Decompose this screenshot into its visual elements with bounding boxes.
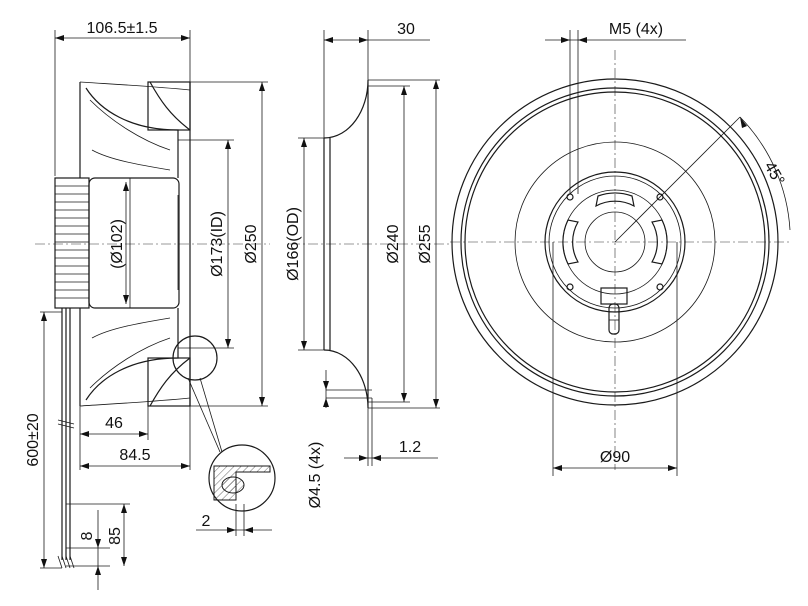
- cable-gland: [600, 287, 628, 305]
- dim-strip-8: 8: [79, 531, 96, 540]
- dim-bolt-circle: Ø90: [600, 449, 630, 466]
- dim-inner-diameter: Ø173(ID): [209, 211, 226, 277]
- mount-hole: [566, 283, 574, 291]
- dim-wheel-diameter: Ø250: [243, 224, 260, 263]
- dim-ring-240: Ø240: [385, 224, 402, 263]
- mount-hole: [656, 193, 664, 201]
- ring-255: [460, 87, 770, 397]
- front-view: 45° M5 (4x) Ø90: [450, 21, 791, 476]
- detail-magnifier-circle: [208, 444, 276, 512]
- side-dimensions: 106.5±1.5 (Ø102) Ø173(ID) Ø250 600±20: [25, 20, 272, 590]
- dim-cable-length: 600±20: [25, 413, 42, 466]
- cable: [61, 308, 71, 560]
- cable-outlet: [608, 303, 620, 335]
- dim-depth-84-5: 84.5: [119, 447, 150, 464]
- inlet-ring-section: 30 Ø166(OD) Ø240 Ø255 Ø4.5 (4x) 1.2: [285, 21, 450, 508]
- rotor-fin-lines: [55, 185, 89, 299]
- mount-hole: [566, 193, 574, 201]
- dim-thread: M5 (4x): [609, 21, 663, 38]
- side-view: [35, 81, 270, 569]
- inlet-ring: [514, 141, 716, 343]
- dim-sheet-thickness: 1.2: [399, 439, 421, 456]
- hub-slot-left: [562, 219, 579, 265]
- motor-hub: [88, 177, 180, 309]
- mount-hole: [656, 283, 664, 291]
- inlet-ring-profile: [323, 79, 369, 409]
- dim-rotor-diameter: (Ø102): [109, 219, 126, 269]
- hub-slot-right: [651, 219, 668, 265]
- dim-ring-255: Ø255: [417, 224, 434, 263]
- dim-angle: 45°: [760, 159, 787, 188]
- dim-total-depth: 106.5±1.5: [86, 20, 157, 37]
- rotor-fins: [54, 177, 90, 309]
- dim-outer-diameter: Ø166(OD): [285, 207, 302, 281]
- outer-ring: [451, 78, 779, 406]
- dim-strip-85: 85: [107, 527, 124, 545]
- hub-slot-top: [595, 192, 635, 208]
- dim-inlet-depth: 30: [397, 21, 415, 38]
- detail-circle: [172, 335, 218, 381]
- dim-detail-gap: 2: [202, 513, 211, 530]
- dim-depth-46: 46: [105, 415, 123, 432]
- dim-hole-diameter: Ø4.5 (4x): [307, 442, 324, 509]
- detail-view: [208, 444, 276, 536]
